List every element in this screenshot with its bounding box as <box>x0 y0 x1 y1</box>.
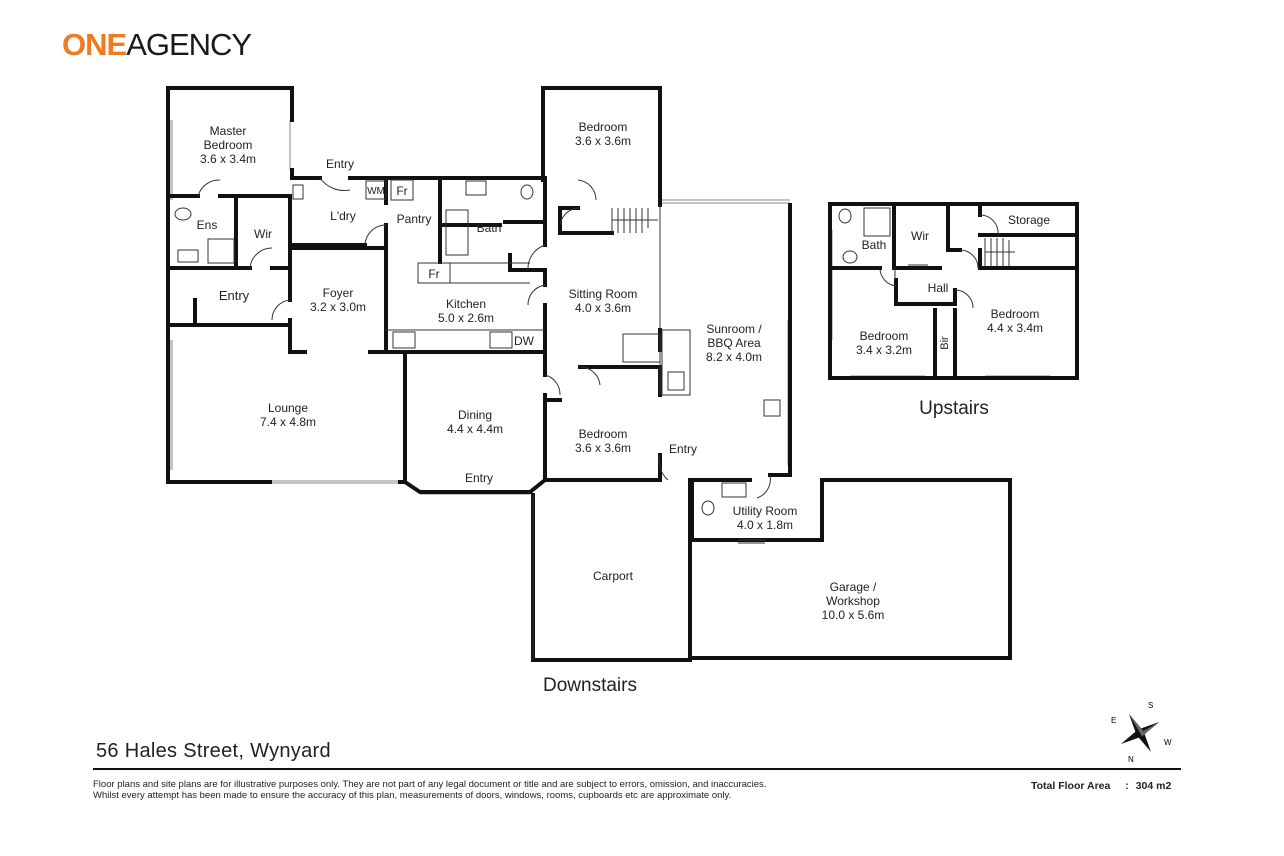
wir-up-label: Wir <box>911 229 929 243</box>
kitchen-size: 5.0 x 2.6m <box>438 311 494 325</box>
laundry-label: L'dry <box>330 209 356 223</box>
dining-size: 4.4 x 4.4m <box>447 422 503 436</box>
bedroom-up-right-label: Bedroom <box>991 307 1040 321</box>
kitchen-label: Kitchen <box>446 297 486 311</box>
foyer-label: Foyer <box>323 286 354 300</box>
garage-label-2: Workshop <box>826 594 880 608</box>
master-bedroom-label: Master <box>210 124 247 138</box>
utility-room-size: 4.0 x 1.8m <box>737 518 793 532</box>
sunroom-size: 8.2 x 4.0m <box>706 350 762 364</box>
property-address: 56 Hales Street, Wynyard <box>96 740 331 762</box>
bedroom-top-label: Bedroom <box>579 120 628 134</box>
sitting-room-label: Sitting Room <box>569 287 638 301</box>
bedroom-mid-size: 3.6 x 3.6m <box>575 441 631 455</box>
carport-label: Carport <box>593 569 634 583</box>
downstairs-title: Downstairs <box>543 675 637 696</box>
total-floor-area: Total Floor Area : 304 m2 <box>1031 780 1171 792</box>
compass-w: W <box>1164 738 1172 747</box>
hall-label: Hall <box>928 281 949 295</box>
wm-label: WM <box>367 186 385 197</box>
wir-down-label: Wir <box>254 227 272 241</box>
upstairs-plan <box>828 202 1079 380</box>
entry-sunroom-label: Entry <box>669 442 697 456</box>
sitting-room-size: 4.0 x 3.6m <box>575 301 631 315</box>
master-bedroom-label-2: Bedroom <box>204 138 253 152</box>
lounge-label: Lounge <box>268 401 308 415</box>
compass-e: E <box>1111 716 1116 725</box>
bedroom-top-size: 3.6 x 3.6m <box>575 134 631 148</box>
compass-icon <box>1120 713 1160 753</box>
utility-room-label: Utility Room <box>733 504 798 518</box>
fridge-kitchen-label: Fr <box>428 267 439 281</box>
bath-up-label: Bath <box>862 238 887 252</box>
bedroom-mid-label: Bedroom <box>579 427 628 441</box>
garage-label: Garage / <box>830 580 877 594</box>
ens-label: Ens <box>197 218 218 232</box>
bir-label: Bir <box>939 336 951 350</box>
bedroom-up-right-size: 4.4 x 3.4m <box>987 321 1043 335</box>
upstairs-title: Upstairs <box>919 398 989 419</box>
total-floor-area-value: 304 m2 <box>1135 780 1172 792</box>
compass-s: S <box>1148 701 1153 710</box>
sunroom-label-2: BBQ Area <box>707 336 761 350</box>
storage-label: Storage <box>1008 213 1050 227</box>
total-floor-area-label: Total Floor Area <box>1031 780 1111 792</box>
foyer-size: 3.2 x 3.0m <box>310 300 366 314</box>
garage-size: 10.0 x 5.6m <box>822 608 885 622</box>
downstairs-plan <box>166 86 1012 662</box>
master-bedroom-size: 3.6 x 3.4m <box>200 152 256 166</box>
total-floor-area-sep: : <box>1125 780 1129 792</box>
entry-left-label: Entry <box>219 288 250 303</box>
logo-part-agency: AGENCY <box>126 27 251 62</box>
dishwasher-label: DW <box>514 334 535 348</box>
compass-n: N <box>1128 755 1134 764</box>
bedroom-up-left-size: 3.4 x 3.2m <box>856 343 912 357</box>
dining-label: Dining <box>458 408 492 422</box>
lounge-size: 7.4 x 4.8m <box>260 415 316 429</box>
fridge-top-label: Fr <box>396 184 407 198</box>
bedroom-up-left-label: Bedroom <box>860 329 909 343</box>
entry-top-label: Entry <box>326 157 354 171</box>
pantry-label: Pantry <box>397 212 432 226</box>
disclaimer-line-1: Floor plans and site plans are for illus… <box>93 779 767 790</box>
bath-down-label: Bath <box>477 221 502 235</box>
logo-part-one: ONE <box>62 27 127 62</box>
disclaimer-line-2: Whilst every attempt has been made to en… <box>93 790 732 801</box>
footer-divider <box>93 768 1181 770</box>
entry-dining-label: Entry <box>465 471 493 485</box>
logo: ONEAGENCY <box>62 27 251 62</box>
sunroom-label: Sunroom / <box>706 322 762 336</box>
disclaimer: Floor plans and site plans are for illus… <box>93 779 766 801</box>
